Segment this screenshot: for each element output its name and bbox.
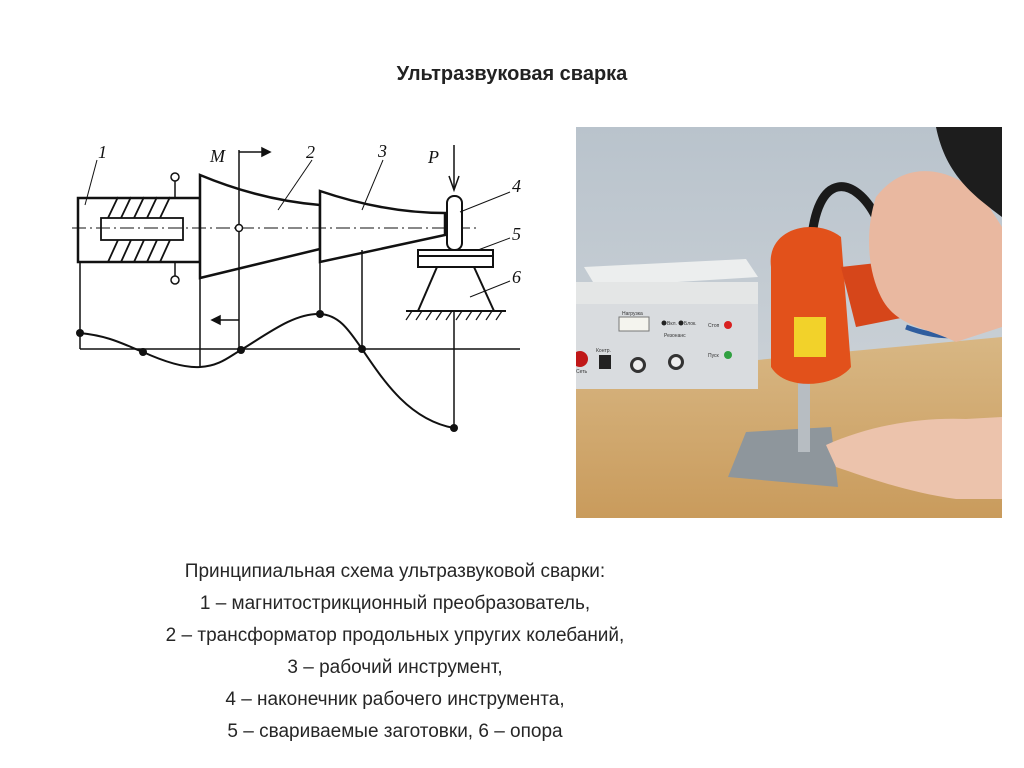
coil-windings [107, 196, 171, 263]
label-stop: Стоп [708, 323, 720, 329]
label-p: P [427, 147, 439, 167]
label-m: M [209, 146, 226, 166]
section-marker-m [210, 146, 272, 350]
label-block: Блок. [684, 321, 697, 327]
caption-item-5-6: 5 – свариваемые заготовки, 6 – опора [227, 721, 563, 742]
terminals [170, 172, 180, 285]
label-start: Пуск [708, 353, 720, 359]
amplitude-curve [79, 312, 455, 429]
workpieces [417, 249, 494, 268]
label-3: 3 [377, 141, 387, 161]
hand-lower [826, 417, 1002, 499]
caption-item-4: 4 – наконечник рабочего инструмента, [225, 689, 565, 710]
label-on: Вкл. [667, 321, 677, 327]
label-2: 2 [306, 142, 315, 162]
caption: Принципиальная схема ультразвуковой свар… [90, 556, 700, 748]
label-1: 1 [98, 142, 107, 162]
caption-item-1: 1 – магнитострикционный преобразователь, [199, 593, 591, 614]
generator-unit: Нагрузка Вкл. Блок. Резонанс Стоп Пуск С… [576, 259, 758, 389]
slide-title: Ультразвуковая сварка [396, 63, 628, 85]
label-power: Сеть [576, 369, 588, 375]
ultrasonic-welding-schematic: 1 M 2 3 P 4 5 6 [72, 141, 521, 432]
caption-heading: Принципиальная схема ультразвуковой свар… [184, 561, 606, 582]
support [405, 266, 506, 321]
hand-upper [869, 171, 1002, 342]
tool-tip [446, 195, 463, 251]
label-5: 5 [512, 224, 521, 244]
label-load: Нагрузка [622, 311, 643, 317]
workpiece-plate [728, 427, 838, 487]
label-control: Контр. [596, 348, 611, 354]
label-4: 4 [512, 176, 521, 196]
working-tool [318, 189, 447, 264]
welding-device-photo: Нагрузка Вкл. Блок. Резонанс Стоп Пуск С… [576, 127, 1002, 518]
amplitude-graph [76, 250, 520, 432]
caption-item-3: 3 – рабочий инструмент, [287, 657, 503, 678]
caption-item-2: 2 – трансформатор продольных упругих кол… [165, 625, 625, 646]
label-resonance: Резонанс [664, 333, 686, 339]
force-arrow-p [448, 145, 460, 193]
transducer-core [100, 217, 184, 241]
transformer-horn [198, 173, 322, 280]
label-6: 6 [512, 267, 521, 287]
